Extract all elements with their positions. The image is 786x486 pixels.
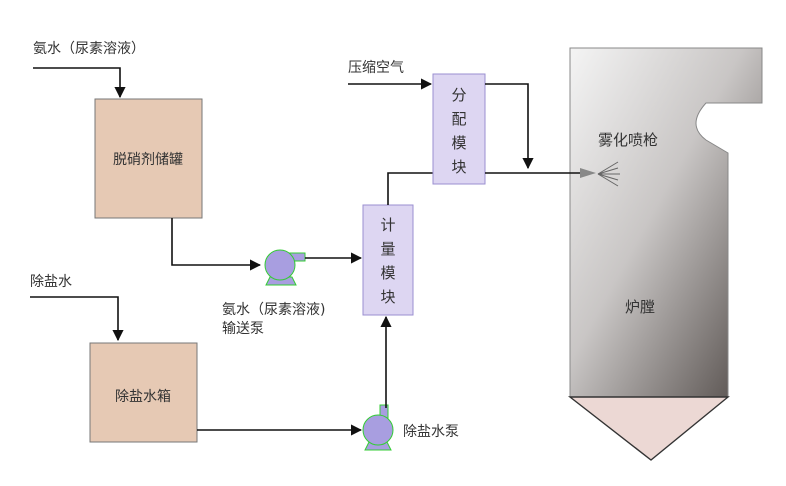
- demin-water-tank-label: 除盐水箱: [115, 389, 171, 405]
- demin-water-pump-icon: [362, 404, 394, 451]
- furnace-hopper: [567, 396, 730, 461]
- demin-input-pipe: [30, 296, 124, 342]
- metering-to-distribution-pipe: [387, 172, 433, 205]
- ammonia-pump-label-line2: 输送泵: [222, 321, 264, 337]
- demin-water-tank: [89, 342, 198, 443]
- distribution-module-char-2: 配: [451, 110, 466, 128]
- demin-water-input-label: 除盐水: [30, 274, 72, 290]
- air-bypass-pipe: [485, 83, 534, 170]
- metering-module-char-3: 模: [380, 264, 395, 282]
- storage-tank: [94, 98, 203, 219]
- distribution-module-char-1: 分: [451, 86, 466, 104]
- ammonia-pump-label-line1: 氨水（尿素溶液): [222, 302, 325, 318]
- distribution-module-char-3: 模: [451, 134, 466, 152]
- spray-nozzle-icon: [597, 161, 620, 187]
- metering-module: [362, 204, 414, 316]
- ammonia-input-label: 氨水（尿素溶液）: [33, 41, 145, 57]
- metering-module-char-2: 量: [380, 240, 395, 258]
- distribution-module: [432, 73, 486, 185]
- compressed-air-label: 压缩空气: [348, 60, 404, 76]
- storage-tank-label: 脱硝剂储罐: [113, 152, 183, 168]
- furnace-body: [569, 47, 763, 398]
- tank-to-pump-pipe: [171, 218, 262, 271]
- lance-arrow-icon: [580, 168, 596, 178]
- ammonia-input-pipe: [33, 67, 126, 99]
- demin-water-pump-label: 除盐水泵: [403, 424, 459, 440]
- furnace-label: 炉膛: [625, 298, 655, 316]
- metering-module-char-4: 块: [380, 288, 395, 306]
- ammonia-pump-icon: [264, 249, 306, 286]
- distribution-module-char-4: 块: [451, 158, 466, 176]
- atomizing-lance-label: 雾化喷枪: [598, 131, 658, 149]
- metering-module-char-1: 计: [380, 216, 395, 234]
